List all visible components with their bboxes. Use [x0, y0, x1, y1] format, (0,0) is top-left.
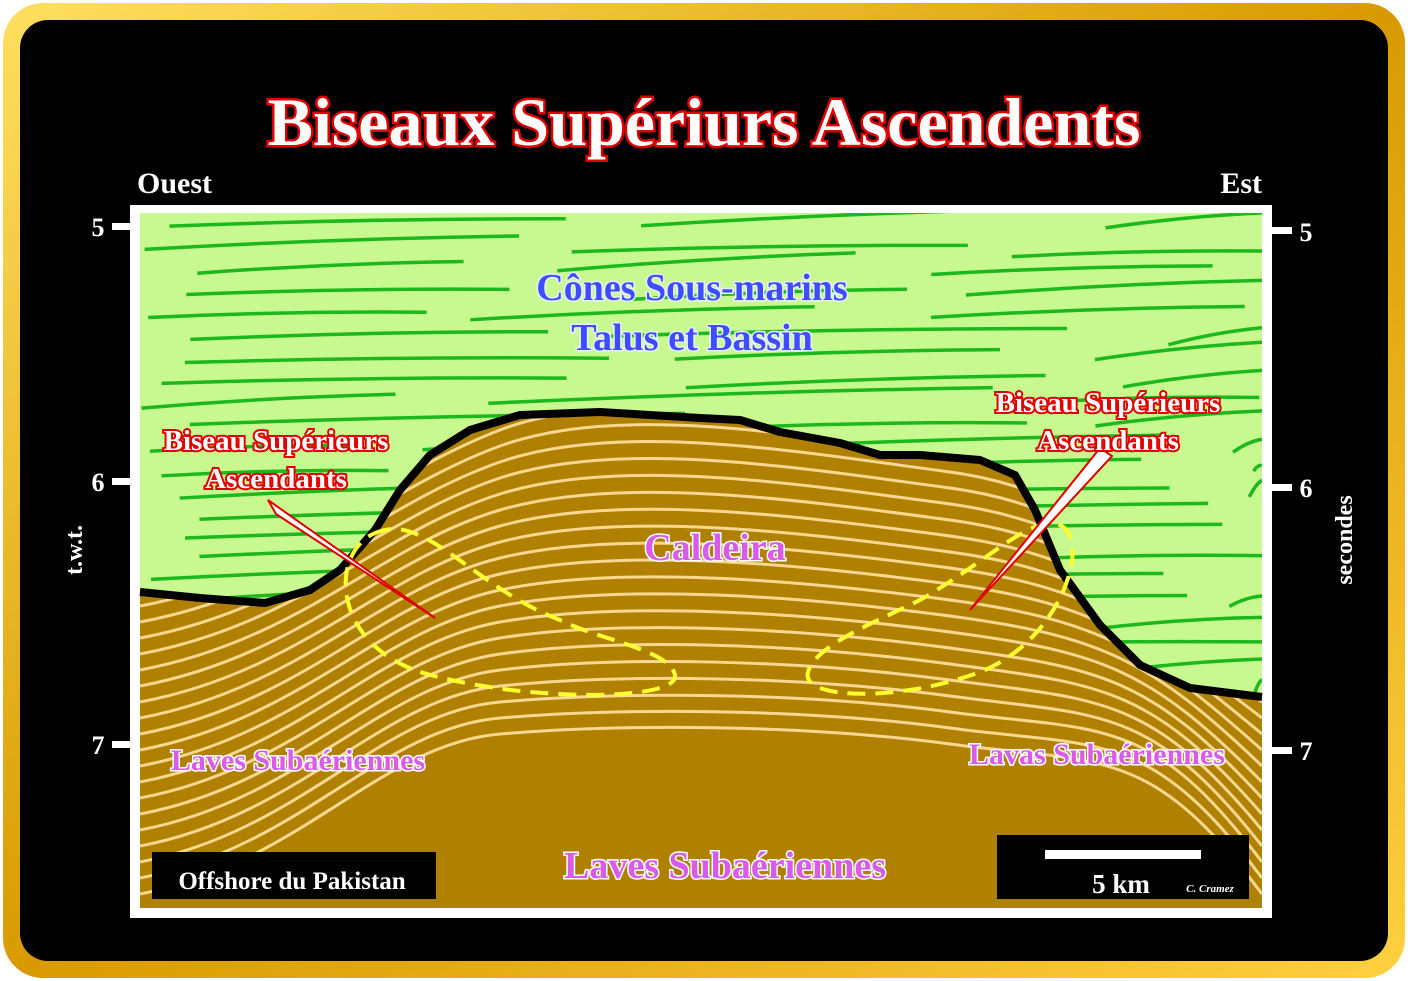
sediment-reflector [930, 304, 1245, 320]
label-lava-bottom: Laves Subaériennes [564, 845, 886, 887]
lava-reflector [140, 693, 1262, 864]
scale-bar [1045, 850, 1201, 859]
sediment-reflector [1167, 325, 1262, 347]
sediment-reflector [623, 287, 908, 302]
sediment-reflector [1105, 213, 1262, 230]
sediment-reflector [149, 444, 351, 453]
sediment-reflector [161, 376, 567, 386]
sediment-reflector [685, 373, 1046, 390]
sediment-reflector [144, 234, 520, 252]
tick-right-5 [1272, 227, 1292, 234]
sediment-reflector [470, 305, 815, 322]
sediment-reflector [197, 259, 464, 275]
label-toplap-left-2: Ascendants [205, 463, 347, 495]
lava-reflector [140, 643, 1262, 816]
tick-left-6 [112, 478, 130, 485]
sediment-reflector [141, 392, 396, 410]
direction-east: Est [1220, 167, 1262, 200]
sediment-reflector [571, 243, 968, 254]
lava-fill [140, 412, 1262, 908]
label-toplap-right-2: Ascendants [1037, 425, 1179, 457]
sediment-reflector [674, 347, 1000, 361]
sediment-reflector [1247, 478, 1262, 498]
sediment-reflector [184, 356, 609, 365]
tick-label-right-5: 5 [1300, 218, 1313, 247]
lava-reflector [140, 676, 1262, 848]
label-lava-left: Laves Subaériennes [171, 744, 425, 777]
sediment-reflector [1098, 615, 1262, 631]
label-fans: Cônes Sous-marins [536, 267, 847, 309]
sediment-reflector [965, 278, 1262, 297]
sediment-reflector [148, 310, 427, 320]
lava-reflector [140, 575, 1262, 752]
right-axis: 5 6 7 secondes [1272, 218, 1358, 766]
toplap-zone-left [343, 527, 677, 697]
lava-reflector [140, 592, 1262, 768]
sediment-reflector [161, 468, 389, 478]
axis-label-left: t.w.t. [62, 525, 88, 575]
sediment-reflector [1011, 249, 1262, 259]
unconformity-surface [139, 408, 1263, 701]
tick-right-6 [1272, 484, 1292, 491]
toplap-zone-right [805, 521, 1075, 696]
scale-label: 5 km [1092, 869, 1150, 899]
tick-label-left-6: 6 [92, 468, 105, 497]
sediment-reflector [1122, 368, 1262, 389]
tick-label-left-7: 7 [92, 731, 105, 760]
sediment-reflector [169, 216, 566, 228]
sediment-reflector [931, 264, 1213, 277]
sediment-reflector [1095, 409, 1262, 428]
tick-left-5 [112, 223, 130, 230]
lava-reflector [140, 626, 1262, 800]
lava-reflector [140, 725, 1262, 896]
location-box [152, 852, 436, 899]
label-lava-right: Lavas Subaériennes [969, 738, 1225, 771]
lava-reflector [140, 609, 1262, 784]
author-credit: C. Cramez [1186, 883, 1234, 895]
sediment-reflector [1046, 395, 1260, 404]
arrow-left [267, 499, 436, 619]
left-axis: 5 6 7 t.w.t. [62, 213, 130, 760]
title: Biseaux Supériurs Ascendents [268, 84, 1141, 160]
tick-label-right-7: 7 [1300, 737, 1313, 766]
sediment-reflector [557, 251, 856, 273]
tick-label-left-5: 5 [92, 213, 105, 242]
sediment-reflector [641, 213, 1019, 228]
direction-west: Ouest [137, 167, 212, 200]
sediment-reflector [1094, 340, 1262, 362]
sediment-reflector [1228, 594, 1262, 608]
location-label: Offshore du Pakistan [178, 868, 405, 895]
label-slope-basin: Talus et Bassin [571, 317, 812, 359]
sediment-reflector [186, 287, 510, 297]
axis-label-right: secondes [1332, 495, 1358, 584]
label-caldera: Caldeira [644, 527, 785, 569]
lava-reflector [140, 709, 1262, 880]
sediment-reflector [1232, 437, 1262, 454]
label-toplap-left-1: Biseau Supérieurs [164, 425, 389, 457]
lava-reflector [140, 660, 1262, 832]
tick-left-7 [112, 741, 130, 748]
sediment-reflector [190, 329, 549, 342]
arrow-right [969, 446, 1114, 611]
sediment-reflector [1252, 463, 1262, 473]
sediment-reflector [1253, 678, 1262, 693]
sediment-reflector [488, 385, 993, 406]
tick-label-right-6: 6 [1300, 474, 1313, 503]
scale-box [997, 835, 1249, 899]
label-toplap-right-1: Biseau Supérieurs [996, 387, 1221, 419]
sediment-reflector [606, 326, 1068, 339]
tick-right-7 [1272, 747, 1292, 754]
